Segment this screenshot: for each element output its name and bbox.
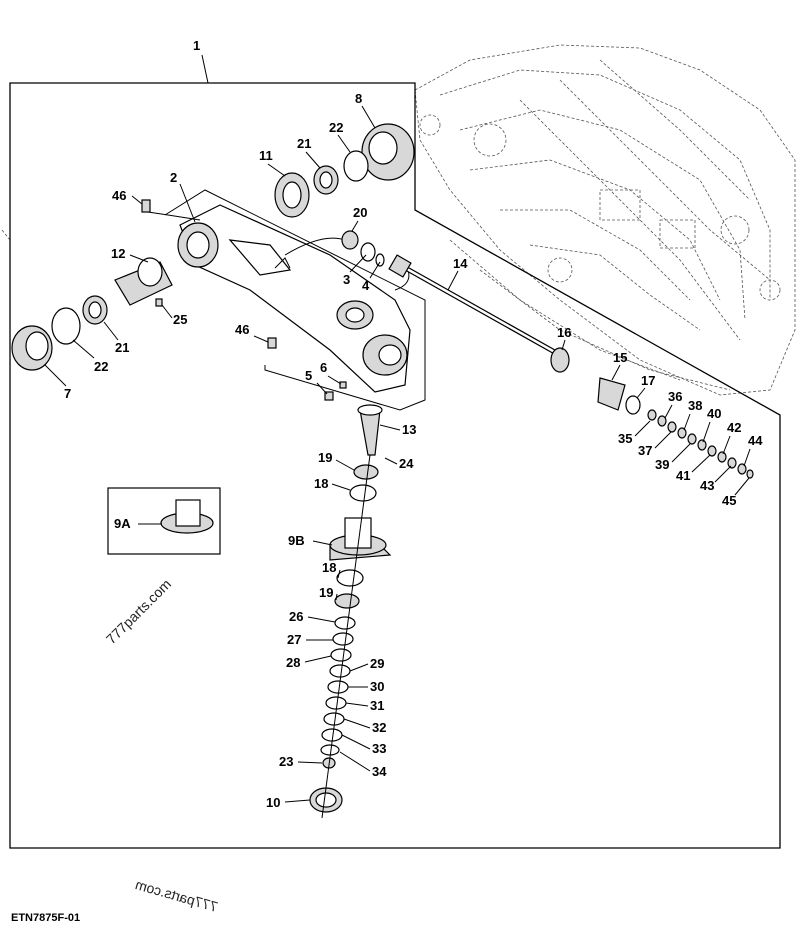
pin — [155, 298, 163, 307]
callout-22b: 22 — [94, 359, 108, 374]
callout-43: 43 — [700, 478, 714, 493]
washer — [339, 381, 347, 389]
drive-shaft — [388, 254, 562, 358]
callout-19b: 19 — [319, 585, 333, 600]
callout-31: 31 — [370, 698, 384, 713]
snap-ring — [343, 150, 369, 182]
bolt — [267, 337, 277, 349]
callout-13: 13 — [402, 422, 416, 437]
callout-5: 5 — [305, 368, 312, 383]
callout-30: 30 — [370, 679, 384, 694]
callout-36: 36 — [668, 389, 682, 404]
callout-39: 39 — [655, 457, 669, 472]
watermark: 777parts.com — [103, 576, 174, 647]
gear-housing — [164, 189, 426, 411]
bolt — [141, 199, 151, 213]
bearing-small — [341, 230, 359, 250]
gear-stack — [550, 347, 641, 415]
callout-8: 8 — [355, 91, 362, 106]
callout-34: 34 — [372, 764, 387, 779]
callout-46b: 46 — [235, 322, 249, 337]
callout-44: 44 — [748, 433, 763, 448]
callout-28: 28 — [286, 655, 300, 670]
callout-41: 41 — [676, 468, 690, 483]
callout-22: 22 — [329, 120, 343, 135]
callout-9a: 9A — [114, 516, 131, 531]
washer-series — [647, 409, 754, 479]
callout-18b: 18 — [322, 560, 336, 575]
bearing-ring-inner — [319, 171, 333, 189]
left-side-parts — [11, 257, 173, 371]
watermark-flipped: 777parts.com — [134, 876, 220, 915]
callout-26: 26 — [289, 609, 303, 624]
callout-32: 32 — [372, 720, 386, 735]
callout-21b: 21 — [115, 340, 129, 355]
flange-bearing — [361, 123, 415, 181]
seal-ring-inner — [282, 181, 302, 209]
callout-29: 29 — [370, 656, 384, 671]
callout-15: 15 — [613, 350, 627, 365]
callout-40: 40 — [707, 406, 721, 421]
callout-45: 45 — [722, 493, 736, 508]
callout-38: 38 — [688, 398, 702, 413]
callout-4: 4 — [362, 278, 370, 293]
callout-16: 16 — [557, 325, 571, 340]
callout-42: 42 — [727, 420, 741, 435]
callout-23: 23 — [279, 754, 293, 769]
background-machine-outline — [1, 44, 796, 396]
callout-11: 11 — [259, 148, 273, 163]
callout-46: 46 — [112, 188, 126, 203]
callout-12: 12 — [111, 246, 125, 261]
plug — [324, 391, 334, 401]
callout-27: 27 — [287, 632, 301, 647]
callout-17: 17 — [641, 373, 655, 388]
callout-1: 1 — [193, 38, 200, 53]
callout-3: 3 — [343, 272, 350, 287]
callout-7: 7 — [64, 386, 71, 401]
callout-35: 35 — [618, 431, 632, 446]
inset-9a — [107, 487, 221, 555]
callout-37: 37 — [638, 443, 652, 458]
callout-25: 25 — [173, 312, 187, 327]
callout-6: 6 — [320, 360, 327, 375]
callout-18: 18 — [314, 476, 328, 491]
assembly-frame — [9, 82, 781, 849]
callout-24: 24 — [399, 456, 414, 471]
lower-column — [309, 404, 392, 819]
callout-10: 10 — [266, 795, 280, 810]
callout-33: 33 — [372, 741, 386, 756]
callout-2: 2 — [170, 170, 177, 185]
callout-20: 20 — [353, 205, 367, 220]
callouts: 1 2 3 4 5 6 7 8 9A 9B 10 11 12 13 14 15 … — [44, 38, 763, 810]
figure-code: ETN7875F-01 — [11, 912, 80, 924]
callout-9b: 9B — [288, 533, 305, 548]
callout-21: 21 — [297, 136, 311, 151]
callout-14: 14 — [453, 256, 468, 271]
callout-19: 19 — [318, 450, 332, 465]
ring-tiny — [375, 253, 385, 267]
